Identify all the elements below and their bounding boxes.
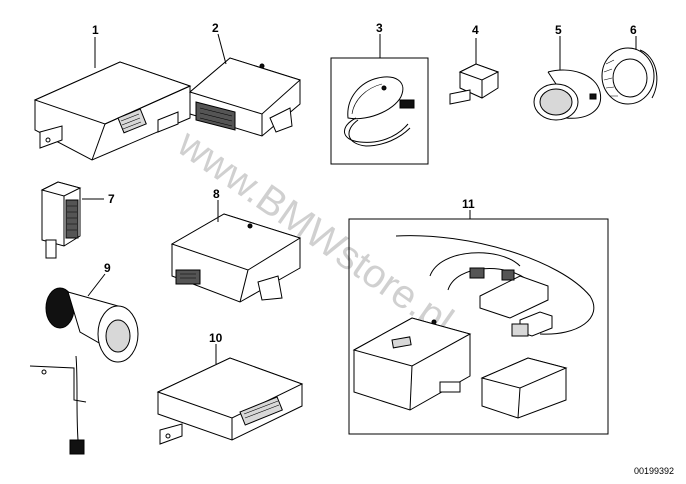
part-3-sensor-icon: [344, 76, 415, 147]
part-4-relay-icon: [449, 63, 500, 105]
callout-7: 7: [108, 192, 115, 206]
part-7-plug-module-icon: [40, 181, 82, 259]
part-1-control-unit-icon: [33, 61, 192, 161]
reference-code: 00199392: [634, 466, 674, 476]
part-5-bezel-icon: [533, 69, 602, 121]
part-2-module-icon: [188, 57, 301, 137]
callout-9: 9: [104, 261, 111, 275]
part-9-siren-icon: [29, 287, 139, 455]
part-8-module-icon: [170, 213, 302, 303]
callout-5: 5: [555, 23, 562, 37]
part-11-frame: [348, 218, 609, 435]
callout-2: 2: [212, 21, 219, 35]
leader-line-2: [217, 33, 227, 65]
part-6-ring-icon: [601, 47, 658, 105]
callout-6: 6: [630, 23, 637, 37]
part-10-control-unit-icon: [156, 357, 304, 445]
callout-1: 1: [92, 23, 99, 37]
callout-8: 8: [213, 187, 220, 201]
leader-line-9: [87, 273, 106, 297]
callout-3: 3: [376, 21, 383, 35]
callout-4: 4: [472, 23, 479, 37]
callout-10: 10: [209, 331, 223, 345]
part-11-alarm-kit-icon: [352, 235, 595, 419]
callout-11: 11: [462, 197, 475, 211]
